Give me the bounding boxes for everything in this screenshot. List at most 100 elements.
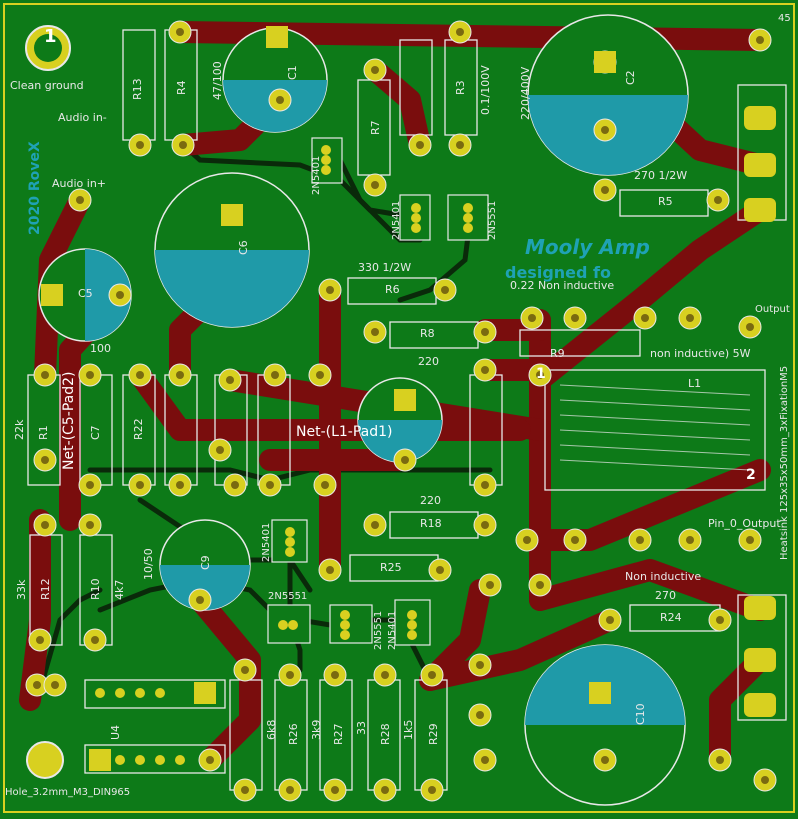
pad-hole (196, 596, 204, 604)
pad-small (285, 527, 295, 537)
pad-small (411, 223, 421, 233)
pad-hole (176, 28, 184, 36)
connector-pad (744, 648, 776, 672)
pad-hole (636, 536, 644, 544)
pad-hole (456, 28, 464, 36)
pad-hole (481, 366, 489, 374)
net-label-vertical: Net-(C5-Pad2) (61, 371, 77, 470)
pad-hole (321, 481, 329, 489)
pad-hole (136, 481, 144, 489)
pad-hole (486, 581, 494, 589)
pad-small (340, 620, 350, 630)
ref-r12: R12 (39, 578, 52, 600)
pad-square (41, 284, 63, 306)
value-100: 100 (90, 342, 111, 355)
ref-r22: R22 (132, 418, 145, 440)
pad-hole (226, 376, 234, 384)
pad-small (463, 213, 473, 223)
pad-hole (326, 286, 334, 294)
pad-hole (371, 181, 379, 189)
pad-hole (528, 314, 536, 322)
pad-square (266, 26, 288, 48)
pad-hole (371, 521, 379, 529)
pad-hole (176, 371, 184, 379)
connector-pad (744, 198, 776, 222)
pad-hole (601, 186, 609, 194)
pad-hole (41, 521, 49, 529)
ref-c7: C7 (89, 425, 102, 440)
value-2n5401-b: 2N5401 (391, 200, 402, 240)
pad-hole (601, 126, 609, 134)
pad-small (321, 165, 331, 175)
pad-square (89, 749, 111, 771)
pad-hole (716, 616, 724, 624)
pad-square (394, 389, 416, 411)
pad-small (411, 213, 421, 223)
pad-hole (756, 36, 764, 44)
ref-r9: R9 (550, 347, 565, 360)
board-edge (3, 3, 795, 813)
pad-small (175, 755, 185, 765)
pad-small (321, 155, 331, 165)
year-tag: 2020 RoveX (27, 141, 43, 235)
value-2n5401-d: 2N5401 (387, 610, 398, 650)
connector-pad (744, 153, 776, 177)
ref-c5: C5 (78, 287, 93, 300)
ref-c9: C9 (199, 555, 212, 570)
pad-hole (331, 786, 339, 794)
pad-hole (41, 371, 49, 379)
pad-hole (206, 756, 214, 764)
pad-hole (436, 566, 444, 574)
value-2n5401-c: 2N5401 (261, 522, 272, 562)
pads (25, 20, 777, 802)
corner-number: 45 (778, 13, 791, 24)
pad-hole (371, 328, 379, 336)
pad-hole (746, 323, 754, 331)
value-2n5551-b: 2N5551 (268, 591, 308, 602)
pad-hole (714, 196, 722, 204)
pad-small (115, 755, 125, 765)
pad-small (288, 620, 298, 630)
pad-hole (428, 786, 436, 794)
value-270: 270 (655, 589, 676, 602)
pad-hole (76, 196, 84, 204)
pad-hole (456, 141, 464, 149)
value-2n5551-c: 2N5551 (373, 610, 384, 650)
pad-small (155, 688, 165, 698)
pad-small (340, 610, 350, 620)
pad-hole (91, 636, 99, 644)
pad-hole (481, 756, 489, 764)
pin0-output-label: Pin_0_Output (708, 517, 781, 530)
ref-r8: R8 (420, 327, 435, 340)
pad-hole (416, 141, 424, 149)
pad-hole (326, 566, 334, 574)
value-1k5: 1k5 (402, 719, 415, 740)
marker-1-mid: 1 (536, 366, 546, 382)
ref-r25: R25 (380, 561, 402, 574)
pad-hole (523, 536, 531, 544)
pad-hole (116, 291, 124, 299)
pad-hole (331, 671, 339, 679)
board-title: Mooly Amp (525, 235, 650, 259)
pad-hole (716, 756, 724, 764)
pad-hole (381, 786, 389, 794)
pad-hole (371, 66, 379, 74)
value-270-half: 270 1/2W (634, 169, 688, 182)
inductor-l1 (559, 384, 751, 471)
pad-hole (761, 776, 769, 784)
value-22k: 22k (13, 419, 26, 440)
value-330-half: 330 1/2W (358, 261, 412, 274)
pad-hole (401, 456, 409, 464)
pad-hole (241, 786, 249, 794)
pad-hole (381, 671, 389, 679)
pad-hole (286, 786, 294, 794)
value-33k: 33k (15, 579, 28, 600)
clean-ground-label: Clean ground (10, 79, 84, 92)
ref-r28: R28 (379, 723, 392, 745)
pad-hole (231, 481, 239, 489)
pad-hole (286, 671, 294, 679)
marker-1: 1 (44, 26, 57, 47)
pad-hole (571, 314, 579, 322)
pad-small (321, 145, 331, 155)
